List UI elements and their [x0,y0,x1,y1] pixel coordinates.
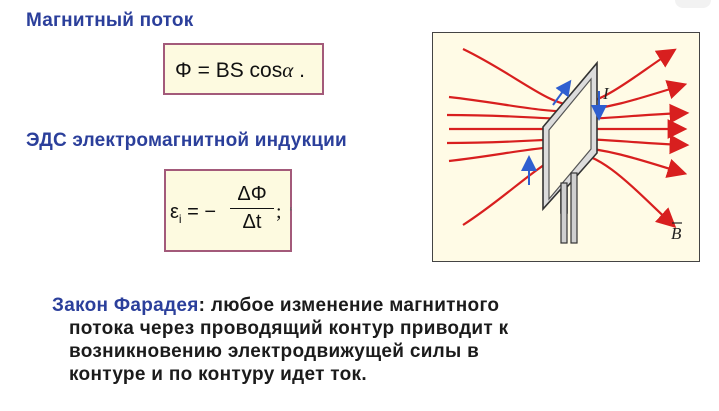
emf-subscript: i [178,212,182,226]
current-arrows [521,79,607,185]
faraday-law-line3: возникновению электродвижущей силы в [69,341,480,362]
heading-emf: ЭДС электромагнитной индукции [26,130,347,151]
emf-formula-box: εi = − ΔΦ Δt ; [164,169,292,252]
faraday-law-line4: контуре и по контуру идет ток. [69,364,367,385]
emf-numerator: ΔΦ [230,183,274,209]
flux-formula-end: . [299,59,305,82]
flux-formula-box: Φ = BS cosα . [163,43,324,95]
field-label: B [671,224,682,243]
field-diagram: I B [446,48,690,244]
emf-fraction: ΔΦ Δt [230,183,274,234]
emf-formula-lhs: εi = − [170,201,216,226]
faraday-law-term: Закон Фарадея [52,295,199,316]
faraday-law-line2: потока через проводящий контур приводит … [69,318,509,339]
current-arrow-up [552,79,572,106]
stray-mark: ‘ [289,205,293,222]
emf-denominator: Δt [242,211,262,233]
induction-figure: I B [432,32,700,262]
emf-symbol: ε [170,201,179,223]
flux-formula-lhs: Φ = BS cos [175,59,283,82]
emf-semicolon: ; [276,201,282,223]
corner-decoration [675,0,711,8]
faraday-law-text: Закон Фарадея: любое изменение магнитног… [52,294,662,386]
conducting-frame [542,60,598,244]
heading-magnetic-flux: Магнитный поток [26,10,194,31]
faraday-law-line1: : любое изменение магнитного [198,295,500,316]
flux-formula: Φ = BS cosα . [175,58,305,83]
current-label: I [602,84,610,103]
emf-equals: = − [187,201,217,223]
flux-formula-angle: α [282,58,294,82]
